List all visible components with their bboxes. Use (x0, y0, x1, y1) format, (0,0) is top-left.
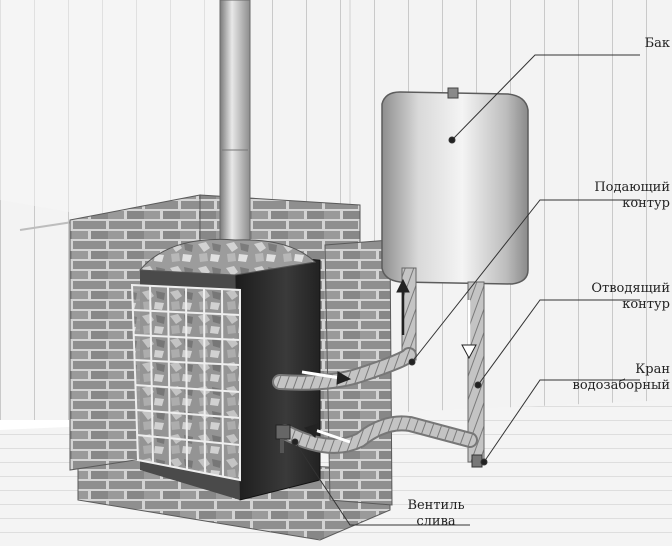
label-drain-line2: слива (416, 514, 456, 529)
water-tank (381, 87, 529, 285)
arrow-down-return (461, 300, 477, 360)
leader-tank (451, 54, 640, 141)
arrow-up-supply (396, 278, 410, 335)
label-drain-valve: Вентиль слива (396, 498, 476, 530)
return-pipe (277, 281, 485, 468)
arrow-into-stove-top (301, 370, 352, 385)
stone-cage (130, 238, 317, 482)
label-supply-circuit: Подающий контур (550, 180, 670, 212)
drain-valve (275, 424, 291, 453)
leader-lines (291, 54, 640, 526)
label-tank: Бак (644, 36, 670, 51)
chimney-pipe (219, 0, 251, 251)
label-return-line2: контур (622, 297, 670, 312)
arrow-into-stove-bottom (304, 423, 351, 444)
leader-return (477, 299, 640, 386)
label-water-tap: Кран водозаборный (540, 362, 670, 394)
leader-drain (294, 441, 470, 526)
label-supply-line2: контур (622, 196, 670, 211)
flow-arrows (301, 278, 477, 444)
label-return-circuit: Отводящий контур (550, 281, 670, 313)
leader-tap (483, 379, 640, 463)
label-tap-line1: Кран (635, 362, 670, 377)
label-tap-line2: водозаборный (572, 378, 670, 393)
label-drain-line1: Вентиль (407, 498, 465, 513)
leader-supply (411, 199, 640, 363)
label-supply-line1: Подающий (594, 180, 670, 195)
label-return-line1: Отводящий (591, 281, 670, 296)
